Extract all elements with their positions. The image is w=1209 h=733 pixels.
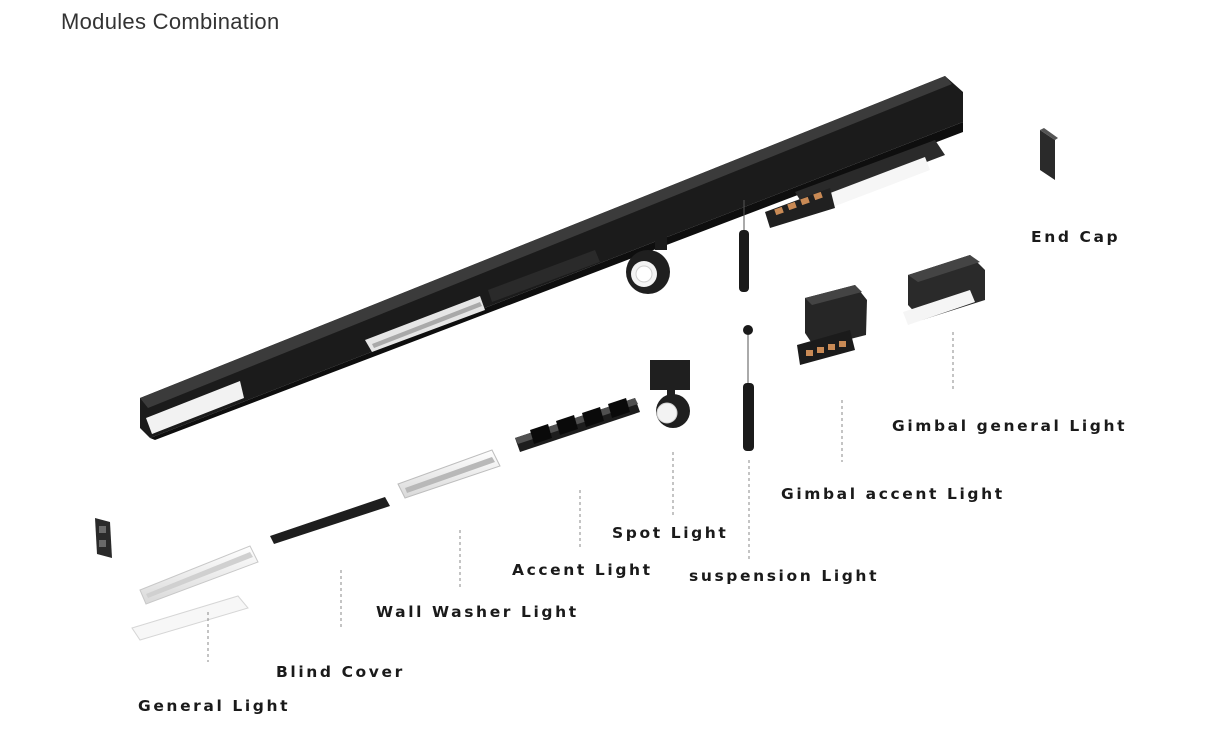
label-suspension-light: suspension Light bbox=[689, 567, 880, 585]
rail-spot-light bbox=[626, 230, 670, 294]
label-wall-washer-light: Wall Washer Light bbox=[376, 603, 579, 621]
left-end-cap-part bbox=[95, 518, 112, 558]
suspension-light-part bbox=[743, 325, 754, 451]
rail-suspension-light bbox=[739, 200, 749, 292]
gimbal-accent-light-part bbox=[797, 285, 867, 365]
gimbal-general-light-part bbox=[903, 255, 985, 325]
wall-washer-light-part bbox=[397, 449, 501, 499]
label-general-light: General Light bbox=[138, 697, 291, 715]
label-end-cap: End Cap bbox=[1031, 228, 1121, 246]
general-light-part bbox=[131, 545, 259, 641]
track-rail-assembly bbox=[140, 76, 963, 440]
spot-light-part bbox=[650, 360, 690, 428]
rail-general-light-diffuser bbox=[146, 381, 244, 434]
blind-cover-part bbox=[270, 497, 390, 544]
label-blind-cover: Blind Cover bbox=[276, 663, 405, 681]
page-title: Modules Combination bbox=[61, 9, 280, 34]
end-cap-part bbox=[1040, 128, 1058, 180]
rail-accent-segment bbox=[488, 250, 600, 302]
label-spot-light: Spot Light bbox=[612, 524, 729, 542]
label-gimbal-accent-light: Gimbal accent Light bbox=[781, 485, 1005, 503]
accent-light-part bbox=[515, 398, 640, 452]
label-gimbal-general-light: Gimbal general Light bbox=[892, 417, 1128, 435]
guide-lines bbox=[207, 332, 954, 662]
label-accent-light: Accent Light bbox=[512, 561, 653, 579]
rail-gimbal-general-diffuser bbox=[825, 157, 930, 208]
